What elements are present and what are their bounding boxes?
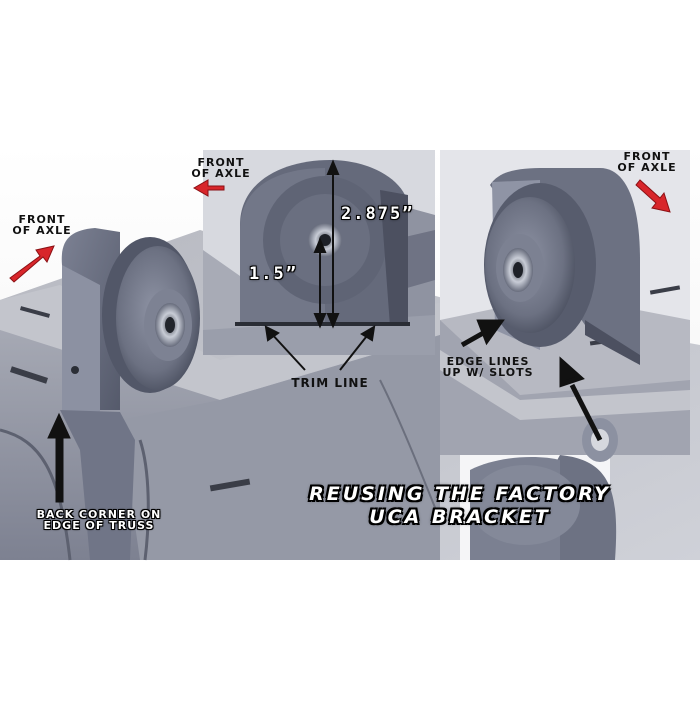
left-bracket xyxy=(60,228,200,560)
right-inset xyxy=(440,150,690,560)
front-of-axle-arrows xyxy=(9,179,671,283)
center-inset xyxy=(203,150,435,355)
trim-line-label: TRIM LINE xyxy=(291,376,369,390)
dimension-tall-label: 2.875” xyxy=(341,204,415,224)
edge-lines-arrows xyxy=(460,319,603,442)
dimension-short-label: 1.5” xyxy=(249,264,298,284)
back-corner-arrow xyxy=(47,412,71,503)
trim-line-arrows xyxy=(264,325,376,371)
